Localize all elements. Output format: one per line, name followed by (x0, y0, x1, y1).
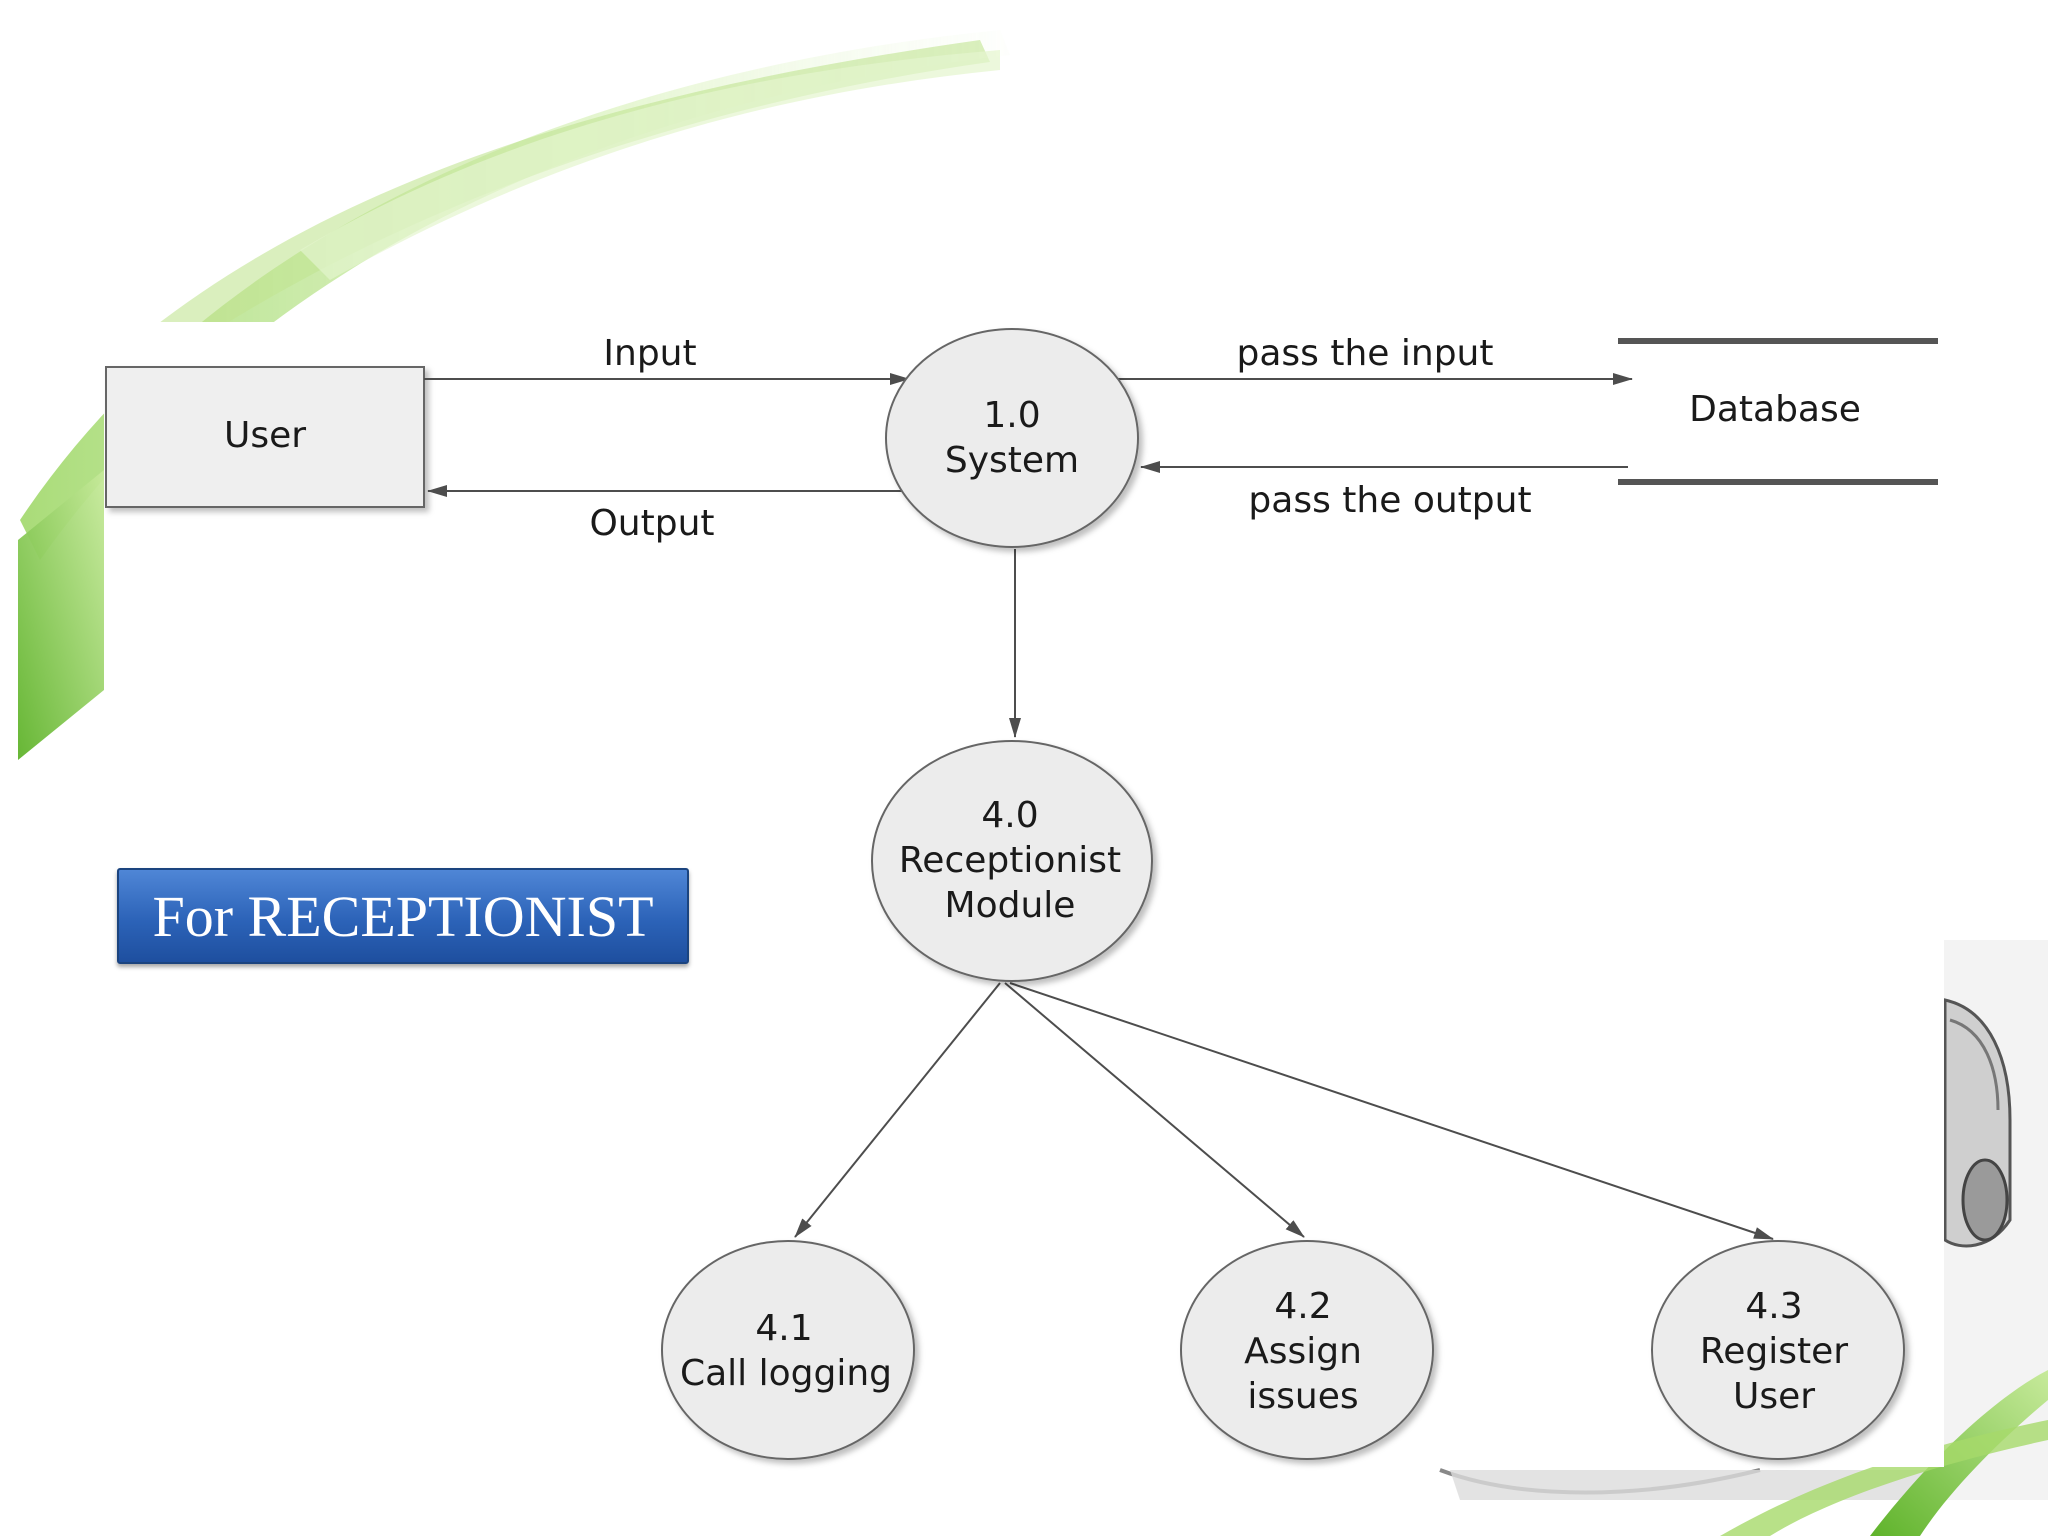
process-call-logging-number: 4.1 (755, 1308, 812, 1349)
process-assign-issues-number: 4.2 (1274, 1286, 1331, 1327)
process-assign-issues-name-line1: Assign (1244, 1331, 1362, 1372)
receptionist-to-assign-issues-arrow (1004, 982, 1305, 1238)
process-register-user: 4.3 Register User (1651, 1240, 1905, 1460)
pass-input-flow-label: pass the input (1237, 333, 1494, 374)
input-flow-label: Input (603, 333, 696, 374)
user-entity: User (105, 366, 425, 508)
process-receptionist-module: 4.0 Receptionist Module (871, 740, 1153, 982)
user-entity-label: User (224, 415, 306, 456)
process-system-name: System (945, 440, 1079, 481)
output-flow-label: Output (589, 503, 714, 544)
database-store-label: Database (1689, 389, 1861, 430)
process-register-user-name-line2: User (1733, 1376, 1815, 1417)
green-swoosh-bottom (1720, 1370, 2048, 1536)
receptionist-to-register-user-arrow (1009, 982, 1774, 1240)
green-swoosh-left (18, 470, 104, 760)
pass-output-flow-label: pass the output (1248, 480, 1531, 521)
receptionist-to-call-logging-arrow (794, 982, 1001, 1238)
process-receptionist-name-line1: Receptionist (899, 840, 1121, 881)
process-assign-issues-name-line2: issues (1247, 1376, 1358, 1417)
database-store: Database (1618, 338, 1938, 485)
process-call-logging-name: Call logging (680, 1353, 892, 1394)
process-assign-issues: 4.2 Assign issues (1180, 1240, 1434, 1460)
receptionist-badge-label: For RECEPTIONIST (152, 883, 654, 949)
process-register-user-name-line1: Register (1700, 1331, 1848, 1372)
process-call-logging: 4.1 Call logging (661, 1240, 915, 1460)
process-receptionist-number: 4.0 (981, 795, 1038, 836)
process-system-number: 1.0 (983, 395, 1040, 436)
green-swoosh-top (20, 30, 1010, 560)
receptionist-badge: For RECEPTIONIST (117, 868, 689, 964)
process-system: 1.0 System (885, 328, 1139, 548)
process-register-user-number: 4.3 (1745, 1286, 1802, 1327)
process-receptionist-name-line2: Module (945, 885, 1076, 926)
